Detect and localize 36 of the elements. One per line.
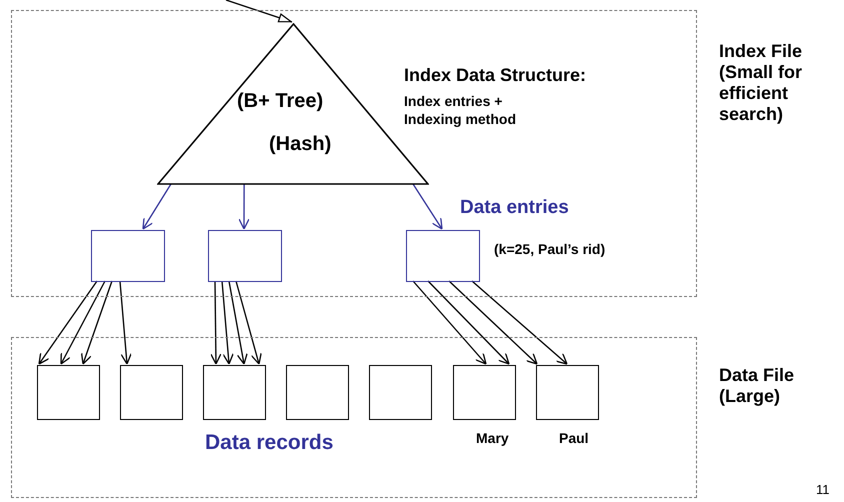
structure-type: (B+ Tree) [237,89,324,114]
arrow [142,184,172,230]
arrow [412,280,487,365]
arrow [119,280,132,365]
region-heading: Data File (Large) [719,365,796,407]
structure-heading: Index Data Structure: [404,64,586,87]
entry-note: (k=25, Paul’s rid) [494,240,606,259]
record-name: Mary [476,429,509,448]
data-entry-box [208,230,282,282]
records-label: Data records [205,430,334,456]
region-heading: Index File (Small for efficient search) [719,41,804,125]
data-record-box [37,365,100,420]
data-entry-box [406,230,480,282]
arrow [38,280,98,365]
arrow [210,281,222,365]
data-record-box [120,365,183,420]
structure-description: Index entries + Indexing method [404,92,517,128]
data-record-box [286,365,349,420]
record-name: Paul [559,429,589,448]
arrow [448,280,538,365]
entries-label: Data entries [460,196,569,220]
data-entry-box [91,230,165,282]
arrow [472,280,568,365]
arrow [412,184,443,230]
arrow [228,280,248,365]
arrow [238,184,250,230]
arrow [226,0,292,23]
arrow [428,280,510,365]
arrow [80,280,113,365]
arrow [221,280,234,365]
data-record-box [203,365,266,420]
arrow [235,280,262,365]
data-record-box [369,365,432,420]
page-number: 11 [816,481,830,499]
arrow [60,280,106,365]
structure-type: (Hash) [269,132,332,157]
